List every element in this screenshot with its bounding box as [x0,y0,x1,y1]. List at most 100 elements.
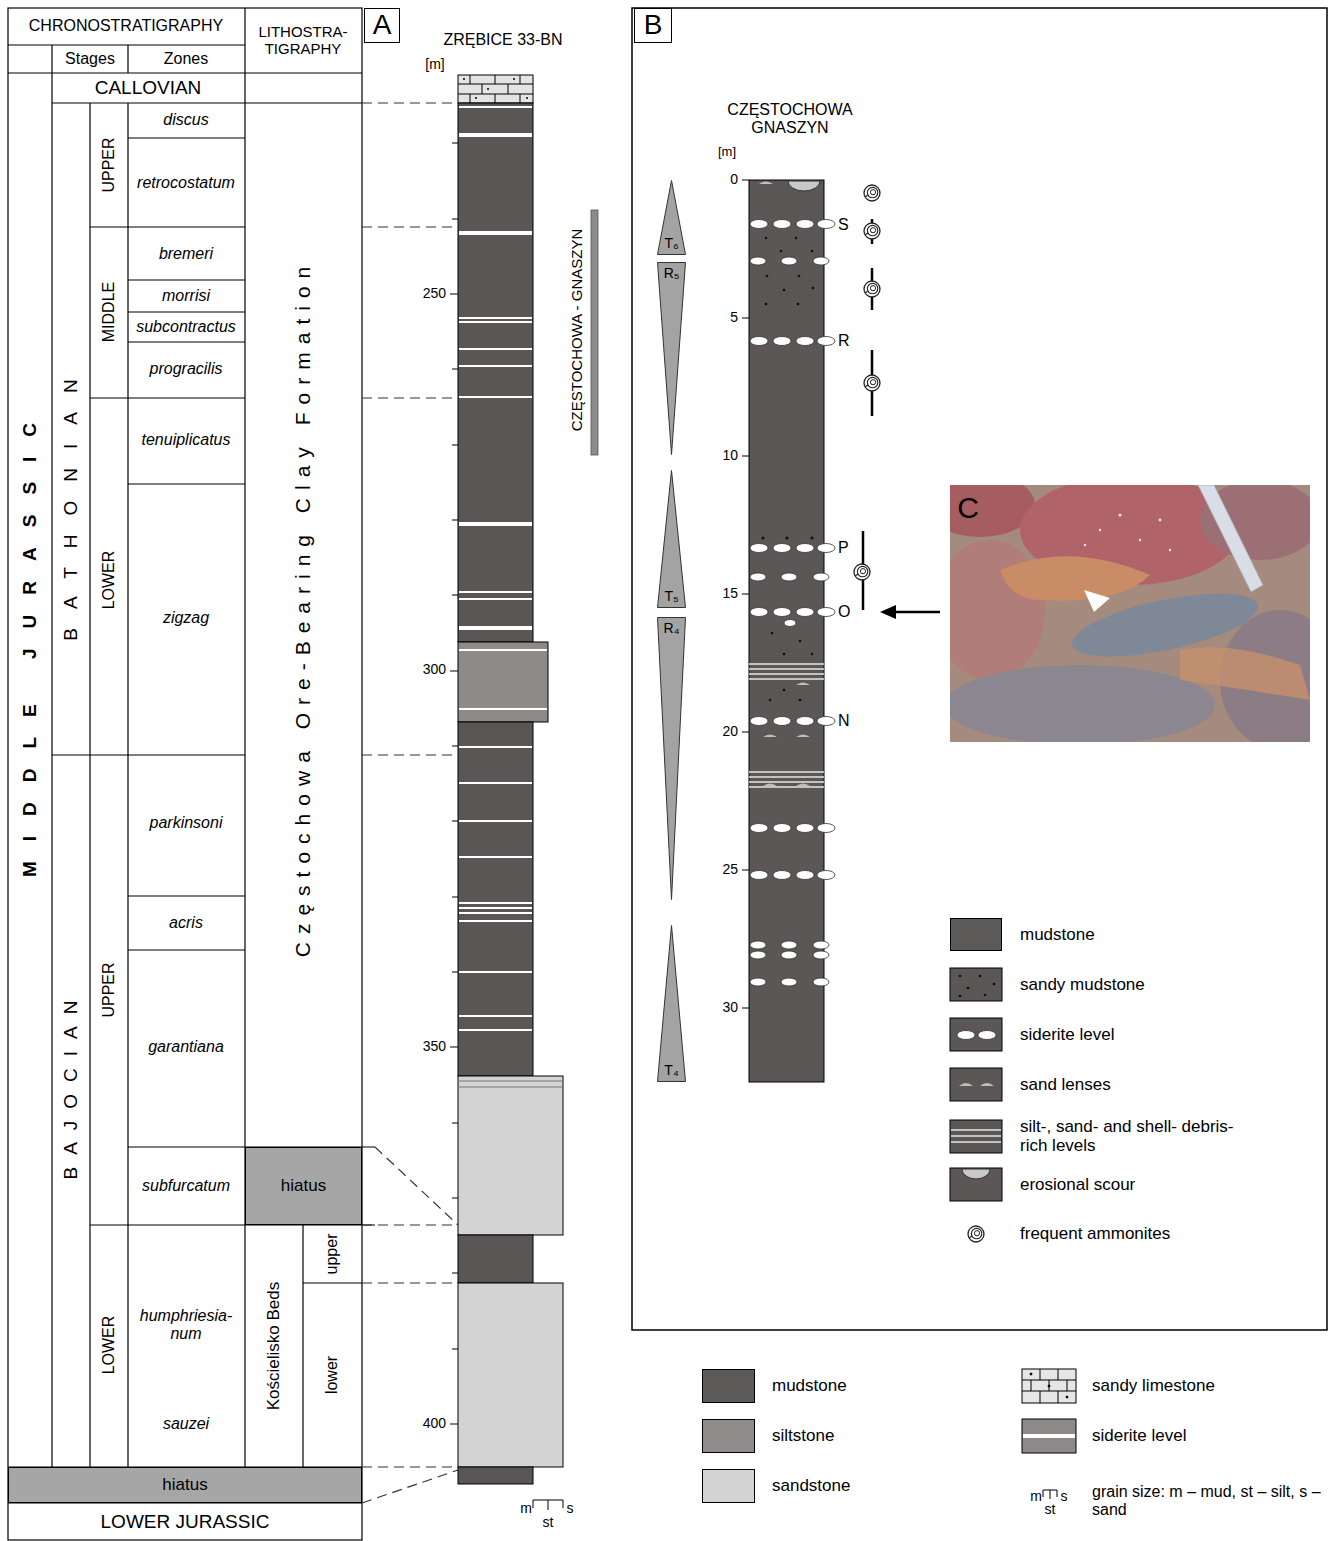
depth-value: 5 [730,310,738,325]
siderite-levels-b [781,978,797,986]
log-a [458,722,533,1076]
log-a [520,75,521,84]
legend-swatch [950,918,1002,951]
strat-table [128,311,245,312]
node-text: A [373,10,392,41]
depth-value: 250 [423,286,446,301]
log-a [458,1081,563,1082]
ammonites [854,564,870,580]
siderite-levels-a [459,321,532,323]
log-title: ZRĘBICE 33-BN [443,31,562,49]
depth-ticks-a [450,1047,458,1048]
log-a [458,1087,563,1088]
strat-table [52,754,245,755]
panel-label: A [364,8,400,43]
siderite-levels-b [817,608,835,617]
sand-dots-b [797,303,800,306]
siderite-levels-b [750,573,766,581]
sand-dots-b [761,237,814,702]
legend-text: grain size: m – mud, st – silt, s – sand [1092,1483,1324,1518]
ammonites [864,375,880,391]
sand-dots-b [811,653,814,656]
substage-name: LOWER [100,1316,118,1375]
system-name: MIDDLE JURASSIC [20,403,41,897]
pointer-arrow [880,605,896,619]
photo-c [1198,485,1263,592]
sand-lenses-b [796,784,810,787]
header-cell: LITHOSTRA- TIGRAPHY [247,24,359,57]
node-text: R₅ [664,266,680,281]
formation-name: Częstochowa Ore-Bearing Clay Formation [291,259,314,966]
depth-unit: [m] [718,145,736,159]
strat-table [128,483,245,484]
strat-table [128,895,245,896]
zone-name: zigzag [163,609,209,627]
legend-text: siderite level [1020,1026,1115,1045]
triangle-outline [658,618,686,900]
photo-c [1099,529,1101,531]
substage-name: MIDDLE [100,282,118,342]
siderite-levels-b [773,717,791,726]
log-a [470,94,471,103]
sand-dots-b [799,699,802,702]
correlation-lines [362,1224,458,1225]
correlation-lines [362,1282,458,1283]
legend-text: mudstone [772,1377,847,1396]
log-b [742,870,749,871]
depth-ticks-a [452,1273,458,1274]
substage-name: LOWER [100,551,118,610]
depth-ticks-a [450,143,458,1424]
grain-size-letter: st [543,1515,554,1530]
depth-ticks-a [452,1349,458,1350]
photo-c [1159,519,1162,522]
depth-value: 0 [730,172,738,187]
node-text: T₆ [664,236,678,251]
stage-name: BATHONIAN [61,360,82,659]
depth-value: 20 [722,724,738,739]
siderite-levels-b [813,951,829,959]
depth-ticks-a [452,369,458,370]
strat-table [244,8,245,1467]
stage-name: BAJOCIAN [61,988,82,1191]
depth-ticks-a [452,219,458,220]
depth-ticks-a [452,746,458,747]
log-a [482,84,483,94]
siderite-levels-b [781,257,797,265]
silt-levels-b [749,663,824,664]
photo-c [1180,647,1310,700]
siderite-levels-b [784,620,796,627]
siderite-levels-b [817,717,835,726]
depth-ticks-a [452,1123,458,1124]
log-a-dots [513,78,515,80]
silt-levels-b [749,771,824,772]
log-b [749,180,824,1082]
siderite-levels-a [459,133,532,137]
strat-table [8,72,362,73]
log-b [742,732,749,733]
correlation-lines [362,754,458,755]
strat-table [303,1282,362,1283]
sand-dots-b [795,237,798,240]
grain-size-letter: s [1061,1489,1068,1504]
log-a [520,94,521,103]
depth-ticks-a [452,520,458,521]
siderite-levels-a [459,317,532,319]
legend-sample-marks [962,1169,990,1179]
siderite-levels-a [459,106,532,108]
siderite-levels-b [817,220,835,229]
log-a [495,75,496,84]
zone-name: discus [163,111,208,129]
node-text: R₄ [664,621,680,636]
legend-text: siderite level [1092,1427,1187,1446]
siderite-levels-b [750,941,766,949]
log-a-dots [463,78,465,80]
silt-levels-b [749,786,824,787]
correlation-lines [375,1147,458,1225]
sand-lenses-b [759,182,773,185]
siderite-levels-b [796,717,814,726]
log-a [458,642,548,722]
depth-value: 300 [423,662,446,677]
depth-ticks-a [452,595,458,596]
level-letter: N [838,712,850,730]
depth-value: 400 [423,1416,446,1431]
